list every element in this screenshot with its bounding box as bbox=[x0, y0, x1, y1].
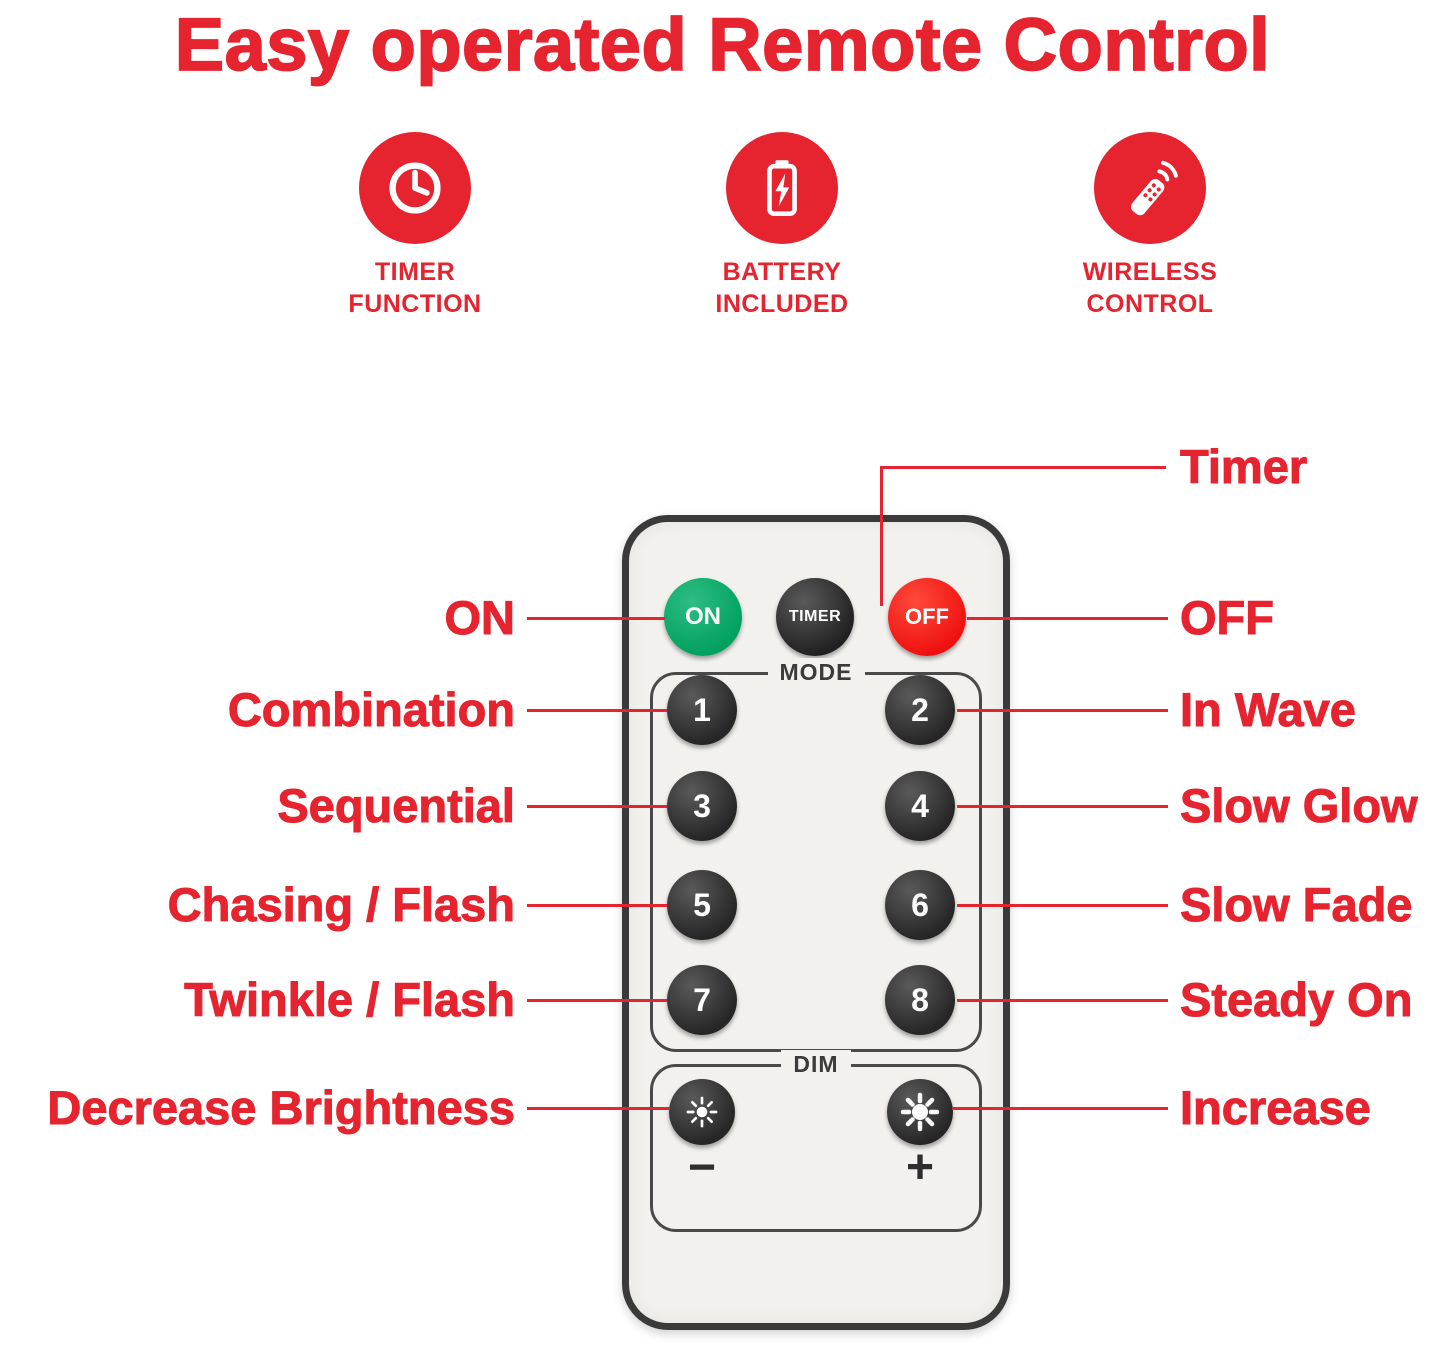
brightness-increase-icon bbox=[900, 1092, 940, 1132]
callout-label-steady-on: Steady On bbox=[1179, 973, 1413, 1027]
callout-line-steady-on bbox=[957, 999, 1168, 1002]
feature-label-line2: FUNCTION bbox=[348, 290, 482, 318]
remote-control: ON TIMER OFF MODE 1 2 3 4 5 6 7 8 DIM bbox=[622, 515, 1010, 1330]
feature-label-line1: BATTERY bbox=[722, 258, 842, 286]
feature-label-line2: INCLUDED bbox=[715, 290, 849, 318]
mode-button-5: 5 bbox=[667, 870, 737, 940]
battery-included-icon bbox=[726, 132, 838, 244]
feature-label: TIMER FUNCTION bbox=[295, 256, 535, 320]
feature-label-line2: CONTROL bbox=[1086, 290, 1214, 318]
off-button: OFF bbox=[888, 578, 966, 656]
page-title: Easy operated Remote Control bbox=[174, 2, 1271, 87]
callout-line-combination bbox=[527, 709, 667, 712]
wireless-control-icon bbox=[1094, 132, 1206, 244]
feature-label: WIRELESS CONTROL bbox=[1030, 256, 1270, 320]
remote-signal-icon bbox=[1131, 160, 1178, 216]
callout-label-combination: Combination bbox=[227, 683, 515, 737]
callout-line-on bbox=[527, 617, 665, 620]
dim-minus-sign: − bbox=[687, 1141, 717, 1194]
feature-battery-included: BATTERY INCLUDED bbox=[662, 132, 902, 320]
callout-line-increase bbox=[952, 1107, 1168, 1110]
dim-plus-sign: + bbox=[905, 1141, 935, 1194]
mode-button-3: 3 bbox=[667, 771, 737, 841]
mode-label: MODE bbox=[767, 658, 865, 686]
timer-button: TIMER bbox=[776, 578, 854, 656]
dim-decrease-button bbox=[669, 1079, 735, 1145]
callout-line-chasing-flash bbox=[527, 904, 667, 907]
mode-button-8: 8 bbox=[885, 965, 955, 1035]
callout-label-in-wave: In Wave bbox=[1180, 683, 1357, 737]
callout-label-twinkle-flash: Twinkle / Flash bbox=[184, 973, 516, 1027]
dim-increase-button bbox=[887, 1079, 953, 1145]
callout-label-off: OFF bbox=[1180, 591, 1275, 645]
timer-function-icon bbox=[359, 132, 471, 244]
callout-label-on: ON bbox=[444, 591, 515, 645]
callout-label-slow-fade: Slow Fade bbox=[1179, 878, 1413, 932]
battery-icon bbox=[767, 160, 797, 217]
callout-line-off bbox=[967, 617, 1168, 620]
brightness-decrease-icon bbox=[686, 1096, 718, 1128]
on-button: ON bbox=[664, 578, 742, 656]
feature-timer-function: TIMER FUNCTION bbox=[295, 132, 535, 320]
mode-button-2: 2 bbox=[885, 675, 955, 745]
feature-wireless-control: WIRELESS CONTROL bbox=[1030, 132, 1270, 320]
callout-label-slow-glow: Slow Glow bbox=[1180, 779, 1419, 833]
dim-label: DIM bbox=[781, 1050, 851, 1078]
callout-line-sequential bbox=[527, 805, 667, 808]
callout-line-slow-glow bbox=[957, 805, 1168, 808]
feature-label-line1: WIRELESS bbox=[1082, 258, 1218, 286]
callout-label-timer: Timer bbox=[1179, 440, 1308, 494]
callout-label-increase: Increase bbox=[1180, 1081, 1372, 1135]
callout-label-chasing-flash: Chasing / Flash bbox=[167, 878, 515, 932]
clock-icon bbox=[389, 162, 441, 214]
feature-label: BATTERY INCLUDED bbox=[662, 256, 902, 320]
mode-button-7: 7 bbox=[667, 965, 737, 1035]
callout-line-in-wave bbox=[957, 709, 1168, 712]
callout-line-timer-horizontal bbox=[880, 466, 1166, 469]
mode-button-4: 4 bbox=[885, 771, 955, 841]
feature-label-line1: TIMER bbox=[374, 258, 456, 286]
callout-line-decrease bbox=[527, 1107, 670, 1110]
callout-line-timer-vertical bbox=[880, 466, 883, 606]
mode-button-6: 6 bbox=[885, 870, 955, 940]
callout-line-slow-fade bbox=[957, 904, 1168, 907]
mode-button-1: 1 bbox=[667, 675, 737, 745]
callout-label-decrease-brightness: Decrease Brightness bbox=[47, 1081, 516, 1135]
callout-label-sequential: Sequential bbox=[277, 779, 516, 833]
callout-line-twinkle-flash bbox=[527, 999, 667, 1002]
